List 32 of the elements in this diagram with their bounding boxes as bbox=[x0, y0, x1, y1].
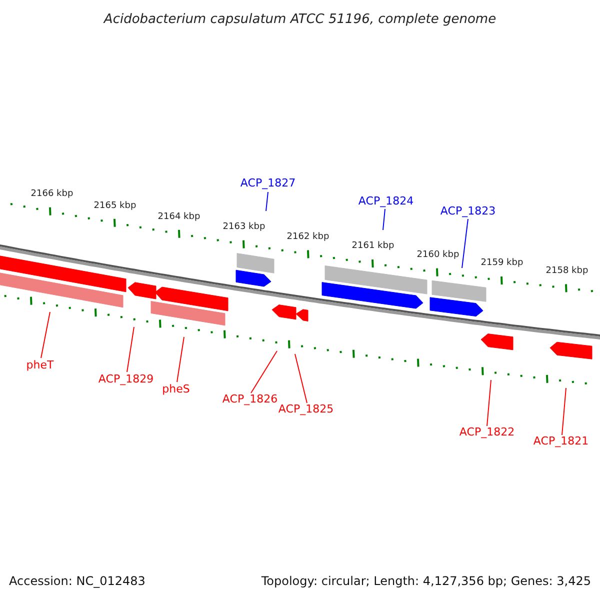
position-label: 2161 kbp bbox=[352, 242, 394, 252]
gene-label: ACP_1826 bbox=[222, 394, 278, 404]
position-label: 2160 kbp bbox=[416, 251, 460, 260]
leader-line bbox=[126, 326, 134, 372]
leader-line bbox=[266, 192, 268, 212]
position-label: 2164 kbp bbox=[158, 212, 200, 222]
position-label: 2165 kbp bbox=[94, 202, 136, 211]
position-label: 2163 kbp bbox=[222, 223, 266, 232]
position-label: 2159 kbp bbox=[480, 259, 524, 268]
leader-line bbox=[250, 350, 278, 394]
gene-label: pheT bbox=[26, 360, 54, 370]
leader-line bbox=[176, 336, 184, 382]
leader-line bbox=[382, 208, 386, 230]
leader-line bbox=[294, 354, 308, 404]
genome-stats-text: Topology: circular; Length: 4,127,356 bp; Genes: 3,425 bbox=[261, 575, 591, 587]
gene-label: ACP_1823 bbox=[440, 206, 496, 216]
position-label: 2166 kbp bbox=[30, 190, 74, 200]
gene-label: ACP_1822 bbox=[459, 426, 515, 438]
leader-line bbox=[486, 380, 492, 426]
leader-line bbox=[40, 312, 50, 358]
position-label: 2162 kbp bbox=[286, 232, 330, 242]
gene-label: ACP_1821 bbox=[533, 436, 589, 446]
gene-label: ACP_1829 bbox=[98, 374, 154, 384]
map-title: Acidobacterium capsulatum ATCC 51196, complete genome bbox=[104, 11, 496, 29]
leader-line bbox=[562, 388, 566, 436]
gene-label: ACP_1827 bbox=[240, 178, 296, 188]
gene-label: ACP_1825 bbox=[278, 404, 334, 414]
position-label: 2158 kbp bbox=[546, 267, 588, 276]
accession-text: Accession: NC_012483 bbox=[9, 575, 146, 587]
gene-label: ACP_1824 bbox=[358, 196, 414, 206]
leader-line bbox=[462, 218, 468, 268]
gene-label: pheS bbox=[162, 384, 190, 394]
